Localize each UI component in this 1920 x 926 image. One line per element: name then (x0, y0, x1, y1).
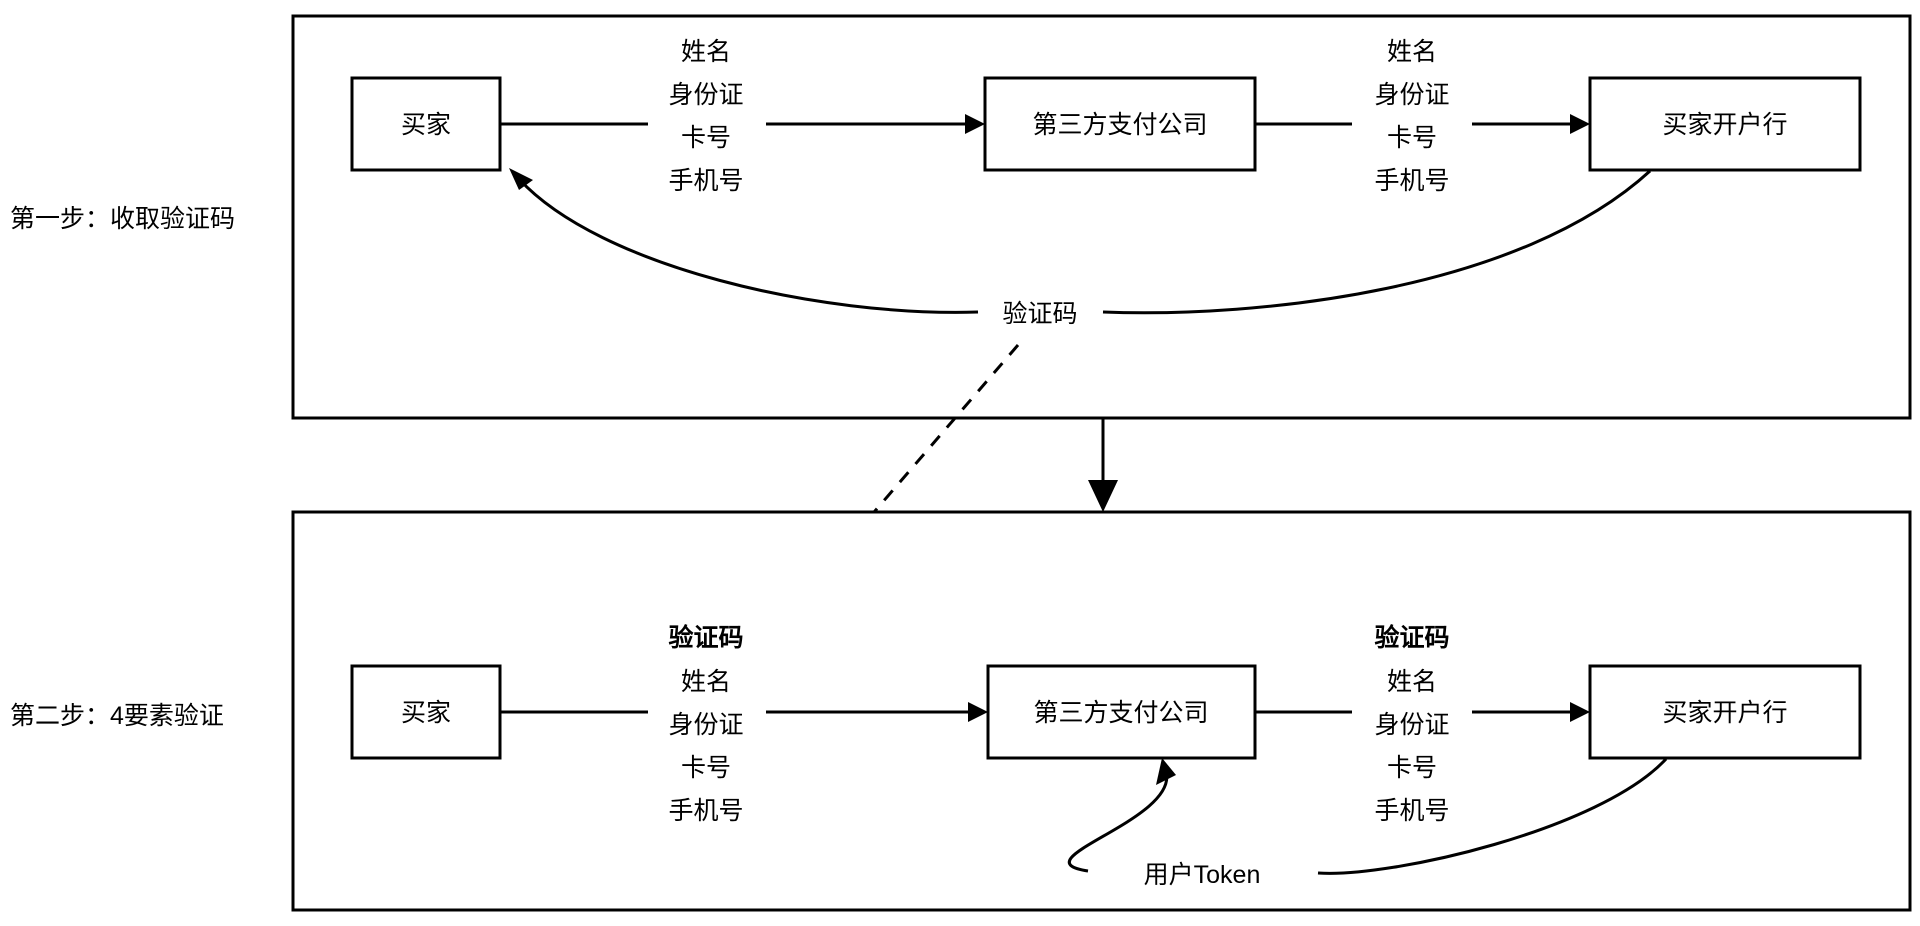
step1-label: 第一步：收取验证码 (10, 205, 235, 233)
step1-node-psp-box[interactable] (983, 76, 1257, 172)
step2-edge2-label-line-4: 手机号 (1374, 797, 1449, 825)
step2-label: 第二步：4要素验证 (10, 702, 224, 730)
step2-edge-label-line-1: 姓名 (681, 668, 731, 696)
step1-edge-bank-to-code-label (1102, 169, 1652, 315)
step2-node-buyer-box[interactable] (350, 664, 502, 760)
step1-edge-label-line-4: 手机号 (668, 167, 743, 195)
step1-node-buyer-box[interactable] (350, 76, 502, 172)
step1-edge-label-line-3: 卡号 (681, 124, 731, 152)
step1-to-step2-arrowhead (1088, 480, 1118, 512)
step2-node-psp-box[interactable] (986, 664, 1257, 760)
step2-edge-token-label-to-psp (1067, 770, 1169, 873)
step1-node-bank-box[interactable] (1588, 76, 1862, 172)
step1-node-psp-label: 第三方支付公司 (1032, 111, 1207, 139)
step2-edge2-label-code: 验证码 (1374, 623, 1449, 652)
step2-edge-bank-to-token-label (1317, 757, 1668, 875)
step1-arrowhead-to-buyer (509, 168, 533, 190)
step2-edge2-label-line-1: 姓名 (1387, 668, 1437, 696)
step1-edge2-label-line-4: 手机号 (1374, 167, 1449, 195)
step2-edge-label-line-2: 身份证 (668, 711, 743, 739)
step2-edge-label-line-3: 卡号 (681, 754, 731, 782)
step1-edge2-label-line-3: 卡号 (1387, 124, 1437, 152)
step1-panel (291, 14, 1912, 420)
step2-arrowhead-to-bank (1570, 702, 1590, 722)
step2-node-bank-label: 买家开户行 (1662, 699, 1787, 727)
step2-node-buyer-label: 买家 (401, 699, 451, 727)
step1-verification-code-label: 验证码 (1002, 300, 1077, 328)
step2-arrowhead-to-psp-return (1156, 758, 1176, 785)
step2-edge2-label-line-2: 身份证 (1374, 711, 1449, 739)
step2-edge-label-code: 验证码 (668, 623, 743, 652)
step1-edge2-label-line-2: 身份证 (1374, 81, 1449, 109)
step1-node-bank-label: 买家开户行 (1662, 111, 1787, 139)
step2-node-bank-box[interactable] (1588, 664, 1862, 760)
step1-edge2-label-line-1: 姓名 (1387, 38, 1437, 66)
step1-arrowhead-to-psp (965, 114, 985, 134)
step1-arrowhead-to-bank (1570, 114, 1590, 134)
step2-arrowhead-to-psp (968, 702, 988, 722)
step2-user-token-label: 用户Token (1144, 861, 1261, 889)
step1-node-buyer-label: 买家 (401, 111, 451, 139)
step2-edge2-label-line-3: 卡号 (1387, 754, 1437, 782)
step1-edge-label-line-2: 身份证 (668, 81, 743, 109)
step1-edge-label-line-1: 姓名 (681, 38, 731, 66)
step2-node-psp-label: 第三方支付公司 (1033, 699, 1208, 727)
step2-edge-label-line-4: 手机号 (668, 797, 743, 825)
step1-edge-code-label-to-buyer (517, 177, 979, 314)
